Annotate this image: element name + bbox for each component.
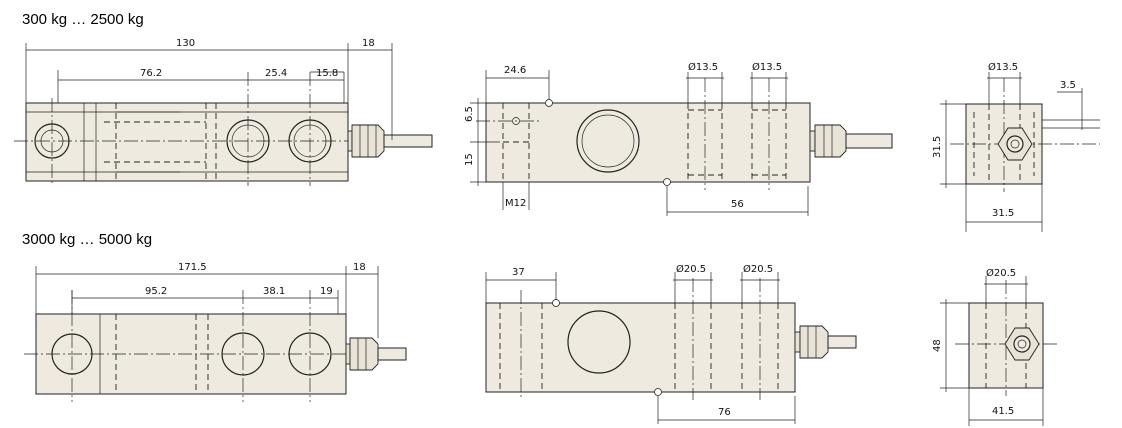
- dim-large-load-span: 76: [718, 407, 731, 418]
- dim-small-lower: 15: [464, 153, 475, 166]
- dim-small-end-offset: 15.8: [316, 68, 338, 79]
- dim-small-length: 130: [176, 38, 195, 49]
- large-side-view: 171.5 18 95.2 38.1 19: [24, 262, 407, 402]
- dim-small-hole2-dia: Ø13.5: [752, 61, 782, 73]
- dim-large-end-height: 48: [932, 339, 943, 352]
- dim-small-mount-width: 24.6: [504, 65, 526, 76]
- dim-large-end-dia: Ø20.5: [986, 267, 1016, 279]
- dim-large-mount-width: 37: [512, 267, 525, 278]
- small-side-view: 130 18 76.2 25.4 15.8: [14, 38, 433, 186]
- large-end-view: Ø20.5 48 41.5: [932, 267, 1060, 426]
- dim-large-hole2-dia: Ø20.5: [743, 263, 773, 275]
- dim-small-hole1-dia: Ø13.5: [688, 61, 718, 73]
- small-end-view: Ø13.5 3.5 31.5 31.5: [932, 61, 1100, 232]
- dim-small-end-width: 31.5: [992, 208, 1014, 219]
- dim-small-upper: 6.5: [464, 106, 475, 122]
- dim-small-cable: 18: [362, 38, 375, 49]
- dim-small-end-dia: Ø13.5: [988, 61, 1018, 73]
- dim-large-cable: 18: [353, 262, 366, 273]
- dim-large-hole-span: 95.2: [145, 286, 167, 297]
- large-front-view: 37 Ø20.5 Ø20.5 76: [485, 263, 857, 424]
- dim-large-length: 171.5: [178, 262, 207, 273]
- dim-small-end-cable-gap: 3.5: [1060, 80, 1076, 91]
- dim-small-hole-pitch: 25.4: [265, 68, 287, 79]
- heading-large-range: 3000 kg … 5000 kg: [22, 231, 152, 248]
- small-front-view: 24.6 Ø13.5 Ø13.5 6.5 15 M12 56: [464, 61, 893, 216]
- dim-large-hole-pitch: 38.1: [263, 286, 285, 297]
- dim-small-end-height: 31.5: [932, 136, 943, 158]
- dim-large-end-offset: 19: [320, 286, 333, 297]
- dim-large-end-width: 41.5: [992, 406, 1014, 417]
- heading-small-range: 300 kg … 2500 kg: [22, 11, 144, 28]
- dim-small-thread: M12: [505, 198, 526, 209]
- dim-small-load-span: 56: [731, 199, 744, 210]
- dim-large-hole1-dia: Ø20.5: [676, 263, 706, 275]
- dim-small-hole-span: 76.2: [140, 68, 162, 79]
